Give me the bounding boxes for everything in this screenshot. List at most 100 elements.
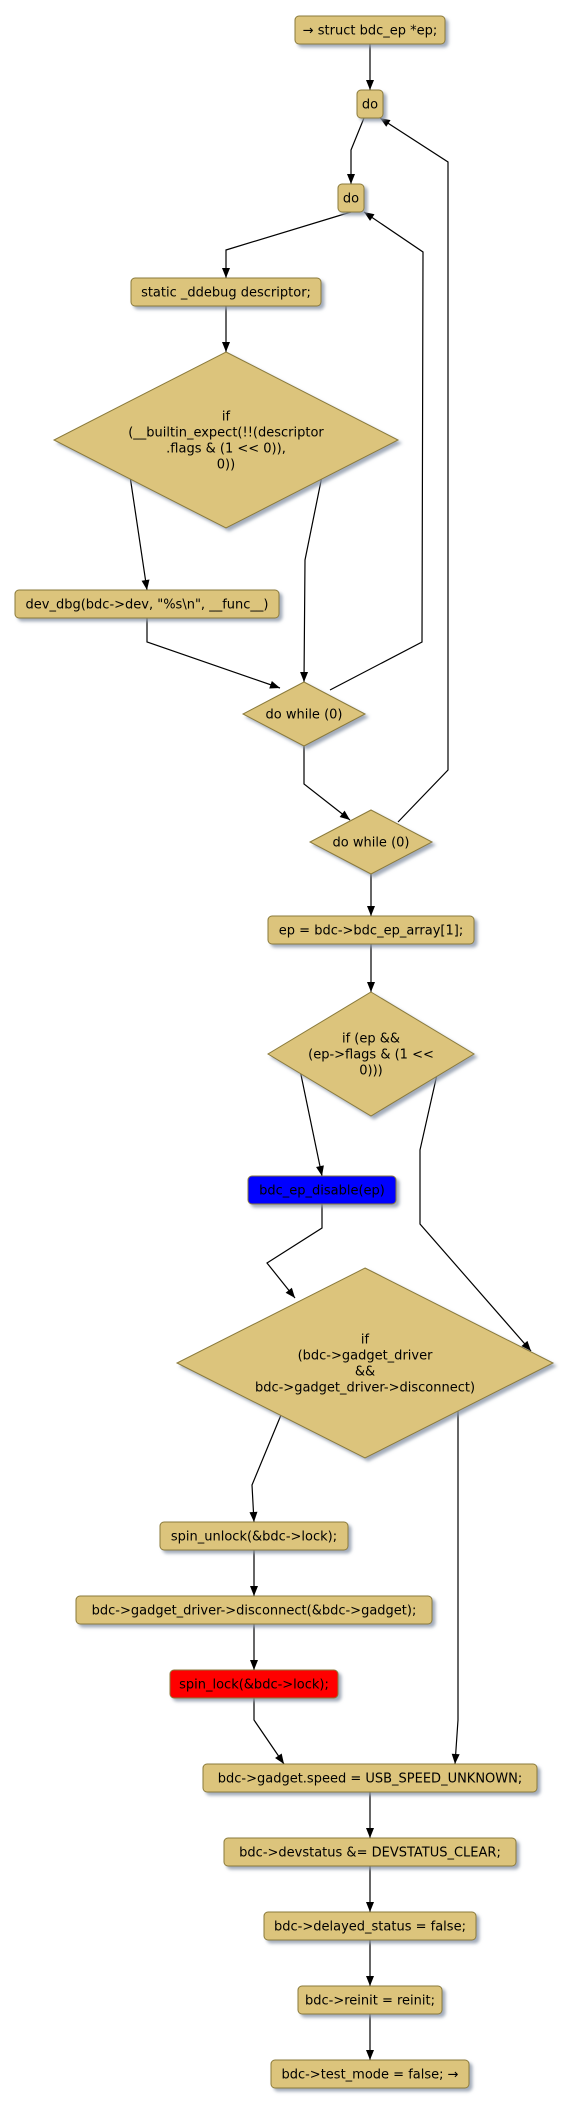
node-while2: do while (0) [308,809,434,875]
edge-line [253,1698,285,1765]
edge-line [251,1414,282,1523]
process-box [270,2059,470,2089]
node-devdbg: dev_dbg(bdc->dev, "%s\n", __func__) [14,589,280,619]
edge-line [225,211,352,278]
arrowhead [366,80,374,90]
edge-line [266,1204,323,1299]
node-label: (bdc->gadget_driver [298,1349,434,1364]
node-label: 0))) [359,1064,383,1079]
process-box [169,1669,339,1699]
edge-n_while1-to-n_do2 [329,211,424,691]
edge-n_while1-to-n_while2 [303,746,351,821]
edge-n_do2-to-n_ddebug [222,211,352,278]
arrowhead [249,1511,258,1522]
edge-line [419,1069,532,1352]
edge-n_delayed-to-n_reinit [366,1940,374,1986]
edge-line [303,746,351,821]
arrowhead [366,1902,374,1912]
node-devstatus: bdc->devstatus &= DEVSTATUS_CLEAR; [223,1837,517,1867]
decision-diamond [175,1267,555,1459]
edges [129,44,532,2060]
edge-line [303,475,323,683]
process-box [75,1595,433,1625]
arrowhead [366,2050,374,2060]
arrowhead [521,1340,531,1351]
node-label: dev_dbg(bdc->dev, "%s\n", __func__) [26,598,269,613]
node-spin-lock: spin_lock(&bdc->lock); [169,1669,339,1699]
arrowhead [366,1828,374,1838]
edge-line [350,117,365,184]
edge-n_ddebug-to-n_if_expect [222,306,230,352]
node-label: spin_lock(&bdc->lock); [179,1678,329,1693]
edge-n_if_gadget-to-n_spin_unlock [249,1414,282,1523]
process-box [223,1837,517,1867]
node-label: if (ep && [342,1032,400,1047]
arrowhead [250,1660,258,1670]
edge-n_spin_unlock-to-n_disconnect [250,1550,258,1596]
edge-n_while2-to-n_do1 [379,117,449,823]
process-box [263,1911,477,1941]
process-box [130,277,322,307]
edge-n_speed-to-n_devstatus [366,1792,374,1838]
decision-diamond [308,809,434,875]
node-label: if [222,410,231,425]
decision-diamond [267,991,475,1117]
node-label: bdc->gadget_driver->disconnect) [255,1381,475,1396]
edge-n_while2-to-n_ep_assign [367,874,375,916]
node-label: bdc->reinit = reinit; [305,1994,435,2009]
node-delayed: bdc->delayed_status = false; [263,1911,477,1941]
arrowhead [347,174,355,184]
decision-diamond [52,351,400,529]
node-entry: → struct bdc_ep *ep; [294,15,446,45]
process-box [294,15,446,45]
arrowhead [367,906,375,916]
node-speed: bdc->gadget.speed = USB_SPEED_UNKNOWN; [202,1763,538,1793]
node-test-mode: bdc->test_mode = false; → [270,2059,470,2089]
arrowhead [367,982,375,992]
node-label: && [355,1365,375,1380]
edge-line [129,475,148,591]
node-if-expect: if(__builtin_expect(!!(descriptor.flags … [52,351,400,529]
node-ddebug: static _ddebug descriptor; [130,277,322,307]
node-label: ep = bdc->bdc_ep_array[1]; [279,924,463,939]
node-label: bdc->test_mode = false; → [281,2068,458,2083]
process-box [297,1985,443,2015]
node-do2: do [337,183,365,213]
node-label: (ep->flags & (1 << [308,1048,434,1063]
node-if-ep: if (ep &&(ep->flags & (1 <<0))) [267,991,475,1117]
process-box [14,589,280,619]
edge-line [379,117,449,823]
edge-line [299,1069,323,1177]
edge-n_devdbg-to-n_while1 [146,618,281,689]
edge-n_ep_assign-to-n_if_ep [367,944,375,992]
arrowhead [222,268,230,278]
node-label: (__builtin_expect(!!(descriptor [128,426,324,441]
node-label: → struct bdc_ep *ep; [303,24,438,39]
arrowhead [250,1586,258,1596]
edge-line [146,618,281,689]
process-box [267,915,475,945]
process-box [337,183,365,213]
node-label: do while (0) [266,708,343,723]
decision-diamond [241,681,367,747]
edge-n_if_gadget-to-n_speed [451,1411,460,1765]
arrowhead [285,1287,295,1298]
node-label: if [361,1333,370,1348]
arrowhead [339,810,350,820]
edge-n_disconnect-to-n_spin_lock [250,1624,258,1670]
node-label: .flags & (1 << 0)), [166,442,286,457]
edge-n_reinit-to-n_test_mode [366,2014,374,2060]
node-label: do [343,192,359,207]
process-box [202,1763,538,1793]
edge-n_if_ep-to-n_if_gadget [419,1069,532,1352]
node-label: do [362,98,378,113]
node-do1: do [356,89,384,119]
edge-line [329,211,424,691]
node-label: static _ddebug descriptor; [141,286,311,301]
node-while1: do while (0) [241,681,367,747]
process-box [247,1175,397,1205]
node-ep-disable: bdc_ep_disable(ep) [247,1175,397,1205]
edge-n_ep_disable-to-n_if_gadget [266,1204,323,1299]
arrowhead [275,1753,284,1764]
